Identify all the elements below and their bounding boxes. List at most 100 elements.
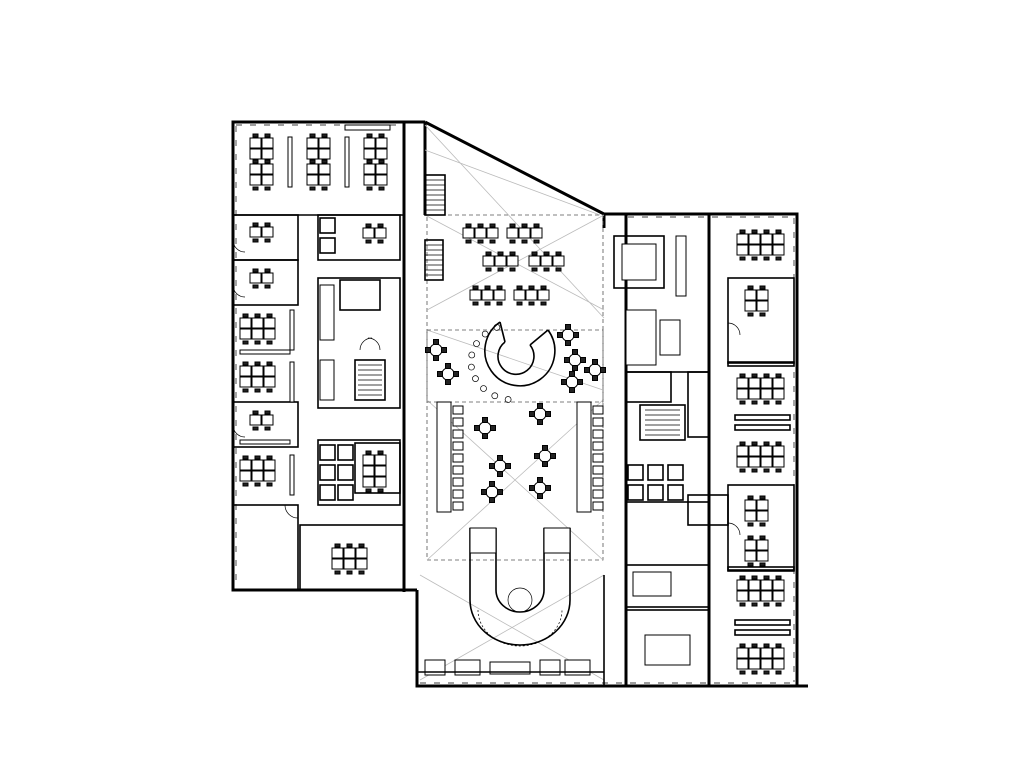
desk [362, 454, 375, 466]
desk [482, 255, 495, 267]
desk [772, 244, 785, 256]
chair [484, 285, 491, 290]
chair [489, 239, 496, 244]
chair [252, 222, 259, 227]
chair [540, 285, 547, 290]
chair [555, 267, 562, 272]
bar-stool [468, 351, 476, 359]
desk [251, 317, 264, 329]
desk [494, 255, 507, 267]
desk-pod [331, 543, 368, 575]
desk-pod [482, 251, 519, 272]
desk-pod [249, 222, 274, 243]
desk [249, 414, 262, 426]
chair [555, 251, 562, 256]
chair [377, 223, 384, 228]
desk [251, 365, 264, 377]
chair [489, 497, 495, 503]
desk [744, 300, 757, 312]
chair [751, 468, 758, 473]
seat [592, 465, 604, 475]
chair [264, 186, 271, 191]
seat [452, 465, 464, 475]
desk [362, 476, 375, 488]
chair [489, 223, 496, 228]
desk [756, 289, 769, 301]
desk [263, 470, 276, 482]
chair [266, 455, 273, 460]
seat [452, 441, 464, 451]
desk [343, 558, 356, 570]
desk [748, 456, 761, 468]
chair [529, 411, 535, 417]
bar-stool [473, 340, 480, 347]
chair [516, 285, 523, 290]
chair [242, 340, 249, 345]
chair [242, 455, 249, 460]
desk [261, 163, 274, 175]
desk [263, 328, 276, 340]
chair [521, 223, 528, 228]
chair [242, 482, 249, 487]
chair [747, 522, 754, 527]
chair [433, 355, 439, 361]
desk [249, 148, 262, 160]
chair [497, 455, 503, 461]
desk [748, 377, 761, 389]
chair [751, 441, 758, 446]
desk [474, 227, 487, 239]
desk-pod [249, 268, 274, 289]
desk [261, 414, 274, 426]
desk [530, 227, 543, 239]
chair [545, 411, 551, 417]
desk [772, 647, 785, 659]
round-table [474, 417, 496, 439]
chair [365, 223, 372, 228]
desk [263, 459, 276, 471]
round-table [529, 477, 551, 499]
seat [592, 477, 604, 487]
chair [378, 133, 385, 138]
desk [239, 365, 252, 377]
table-top [565, 375, 579, 389]
chair [739, 670, 746, 675]
desk [363, 174, 376, 186]
desk [318, 137, 331, 149]
desk [506, 255, 519, 267]
bar-stool [480, 385, 487, 392]
chair [763, 468, 770, 473]
chair [254, 361, 261, 366]
desk [251, 328, 264, 340]
desk-pod [513, 285, 550, 306]
chair [309, 133, 316, 138]
table-top [561, 328, 575, 342]
staircases [424, 174, 571, 647]
desk [756, 550, 769, 562]
desk [239, 376, 252, 388]
chair [775, 468, 782, 473]
desk-pod [239, 455, 276, 487]
desk [374, 454, 387, 466]
chair [264, 222, 271, 227]
chair [516, 301, 523, 306]
chair [465, 223, 472, 228]
entrance-lobby [417, 575, 605, 686]
chair [254, 482, 261, 487]
chair [592, 375, 598, 381]
chair [252, 238, 259, 243]
desk-pod [744, 285, 769, 317]
round-table [425, 339, 447, 361]
chair [266, 482, 273, 487]
desk-pod [239, 361, 276, 393]
desk [748, 445, 761, 457]
desk [249, 137, 262, 149]
desk [261, 148, 274, 160]
chair [533, 239, 540, 244]
chair [759, 285, 766, 290]
desk [736, 658, 749, 670]
desk-pod [528, 251, 565, 272]
chair [775, 229, 782, 234]
desk [760, 647, 773, 659]
chair [477, 223, 484, 228]
desk [760, 579, 773, 591]
